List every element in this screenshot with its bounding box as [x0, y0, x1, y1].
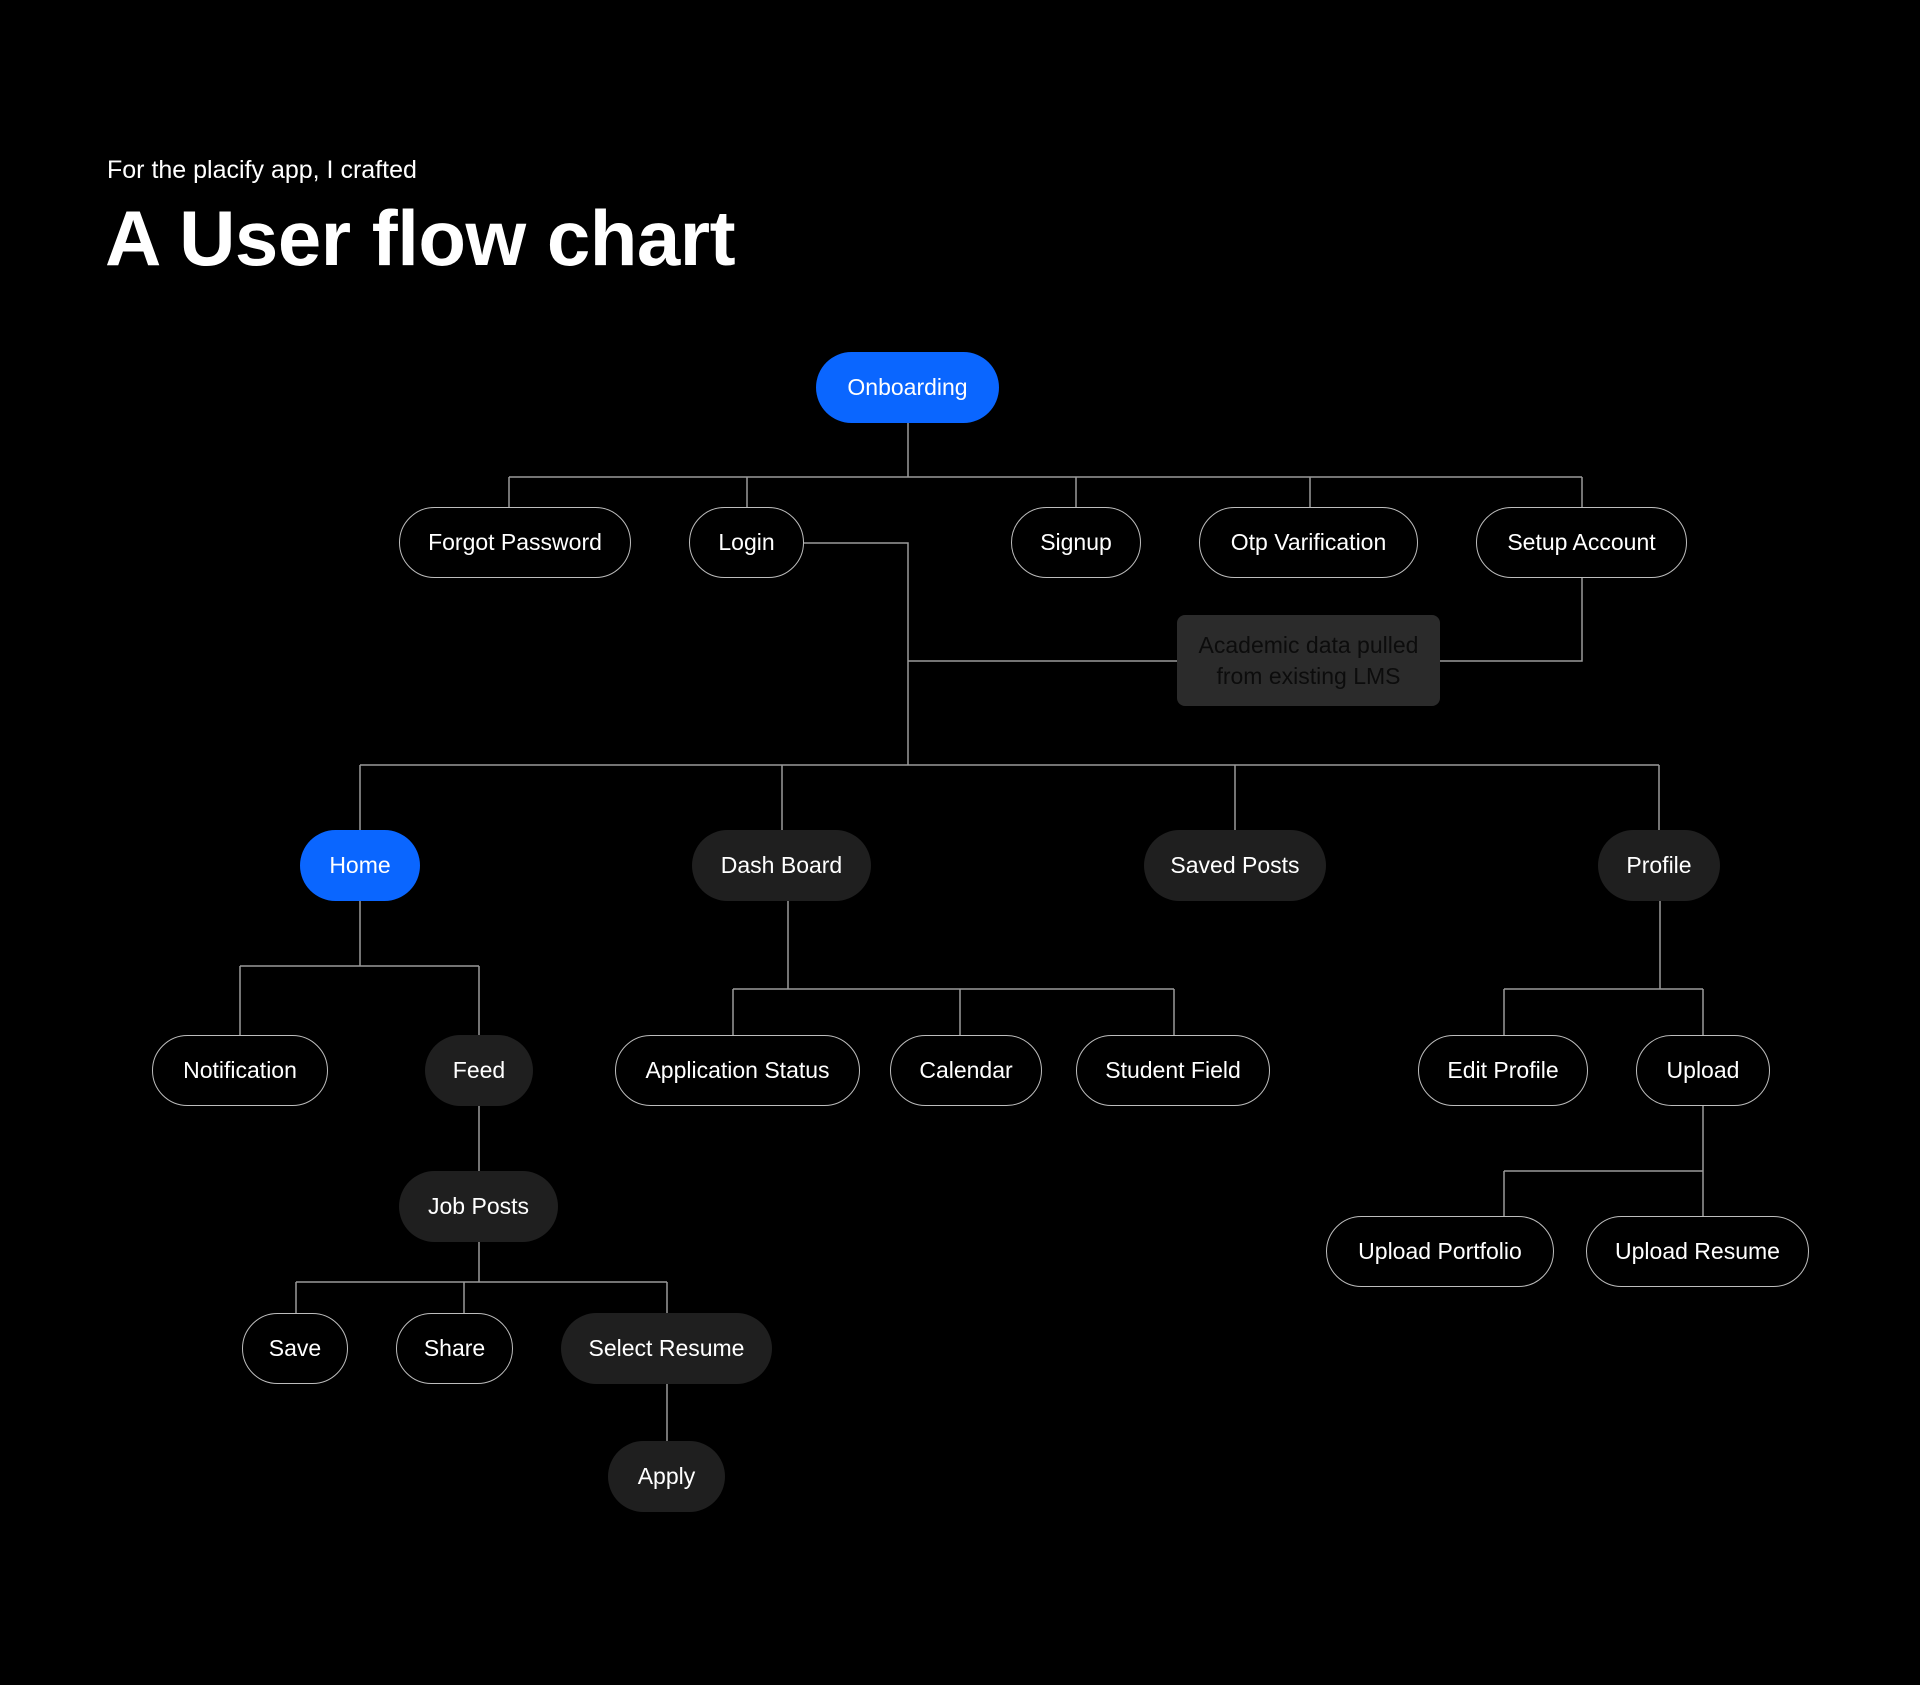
connector-setup-account-exit	[1440, 578, 1583, 662]
node-login[interactable]: Login	[689, 507, 804, 578]
node-label: Onboarding	[847, 374, 968, 400]
note-line-1: Academic data pulled	[1198, 631, 1419, 658]
node-saved-posts[interactable]: Saved Posts	[1144, 830, 1326, 901]
node-home[interactable]: Home	[300, 830, 420, 901]
node-label: Select Resume	[588, 1335, 745, 1361]
node-setup-account[interactable]: Setup Account	[1476, 507, 1687, 578]
node-job-posts[interactable]: Job Posts	[399, 1171, 558, 1242]
node-signup[interactable]: Signup	[1011, 507, 1141, 578]
node-student-field[interactable]: Student Field	[1076, 1035, 1270, 1106]
node-otp-varification[interactable]: Otp Varification	[1199, 507, 1418, 578]
connector-login-exit	[804, 542, 909, 765]
page-subtitle: For the placify app, I crafted	[107, 156, 417, 184]
node-label: Upload	[1666, 1057, 1740, 1083]
node-label: Job Posts	[428, 1193, 529, 1219]
node-label: Feed	[452, 1057, 506, 1083]
node-label: Profile	[1626, 852, 1692, 878]
node-calendar[interactable]: Calendar	[890, 1035, 1042, 1106]
note-line-2: from existing LMS	[1216, 662, 1401, 689]
node-label: Upload Resume	[1615, 1238, 1780, 1264]
node-label: Otp Varification	[1230, 529, 1387, 555]
node-label: Share	[423, 1335, 486, 1361]
node-label: Saved Posts	[1170, 852, 1300, 878]
node-label: Edit Profile	[1447, 1057, 1559, 1083]
node-upload-resume[interactable]: Upload Resume	[1586, 1216, 1809, 1287]
node-upload[interactable]: Upload	[1636, 1035, 1770, 1106]
node-label: Signup	[1040, 529, 1112, 555]
node-label: Student Field	[1105, 1057, 1241, 1083]
node-label: Login	[718, 529, 775, 555]
page-title: A User flow chart	[105, 194, 736, 282]
node-label: Notification	[183, 1057, 297, 1083]
node-apply[interactable]: Apply	[608, 1441, 725, 1512]
node-save[interactable]: Save	[242, 1313, 348, 1384]
node-dash-board[interactable]: Dash Board	[692, 830, 871, 901]
node-label: Save	[268, 1335, 322, 1361]
node-label: Calendar	[919, 1057, 1013, 1083]
node-notification[interactable]: Notification	[152, 1035, 328, 1106]
node-label: Home	[329, 852, 391, 878]
node-label: Dash Board	[720, 852, 843, 878]
node-edit-profile[interactable]: Edit Profile	[1418, 1035, 1588, 1106]
node-select-resume[interactable]: Select Resume	[561, 1313, 772, 1384]
note-academic-data: Academic data pulled from existing LMS	[1177, 615, 1440, 706]
node-feed[interactable]: Feed	[425, 1035, 533, 1106]
node-onboarding[interactable]: Onboarding	[816, 352, 999, 423]
node-share[interactable]: Share	[396, 1313, 513, 1384]
node-application-status[interactable]: Application Status	[615, 1035, 860, 1106]
node-profile[interactable]: Profile	[1598, 830, 1720, 901]
node-upload-portfolio[interactable]: Upload Portfolio	[1326, 1216, 1554, 1287]
node-label: Forgot Password	[428, 529, 602, 555]
node-forgot-password[interactable]: Forgot Password	[399, 507, 631, 578]
node-label: Upload Portfolio	[1358, 1238, 1522, 1264]
node-label: Apply	[637, 1463, 696, 1489]
node-label: Application Status	[645, 1057, 830, 1083]
node-label: Setup Account	[1507, 529, 1656, 555]
